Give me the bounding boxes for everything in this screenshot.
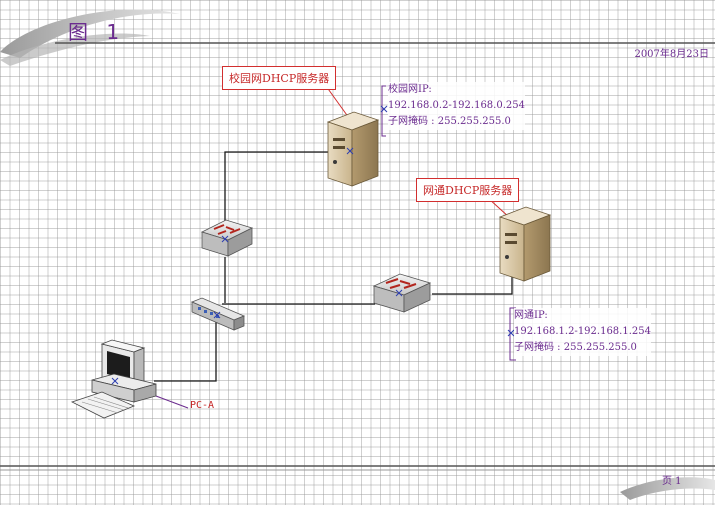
connection-point-marker: [380, 105, 515, 337]
netcom-ip-title: 网通IP:: [514, 310, 548, 321]
campus-ip-info: 校园网IP: 192.168.0.2-192.168.0.254 子网掩码 : …: [388, 82, 525, 130]
campus-subnet-mask: 子网掩码 : 255.255.255.0: [388, 116, 511, 127]
link-campus-server-to-router: [224, 151, 334, 223]
page-number: 页 1: [662, 476, 682, 487]
campus-ip-title: 校园网IP:: [388, 84, 432, 95]
netcom-ip-info: 网通IP: 192.168.1.2-192.168.1.254 子网掩码 : 2…: [514, 308, 651, 356]
pc-a-computer-icon[interactable]: [70, 339, 157, 419]
campus-dhcp-server-icon[interactable]: [326, 111, 380, 187]
campus-dhcp-server-callout: 校园网DHCP服务器: [222, 66, 337, 90]
netcom-router-icon[interactable]: [372, 273, 432, 313]
hub-icon[interactable]: [190, 297, 246, 331]
header-swoosh: [0, 9, 180, 66]
campus-router-icon[interactable]: [200, 219, 254, 257]
document-date: 2007年8月23日: [634, 49, 709, 60]
pc-a-label: PC-A: [190, 400, 215, 411]
netcom-dhcp-server-callout: 网通DHCP服务器: [416, 178, 520, 202]
link-switch-to-pc: [154, 318, 217, 382]
campus-ip-range: 192.168.0.2-192.168.0.254: [388, 100, 525, 111]
page-title: 图 1: [68, 20, 126, 44]
campus-callout-pointer: [325, 85, 350, 119]
footer-swoosh: [620, 477, 715, 500]
netcom-dhcp-server-icon[interactable]: [498, 206, 552, 282]
netcom-subnet-mask: 子网掩码 : 255.255.255.0: [514, 342, 637, 353]
netcom-ip-range: 192.168.1.2-192.168.1.254: [514, 326, 651, 337]
